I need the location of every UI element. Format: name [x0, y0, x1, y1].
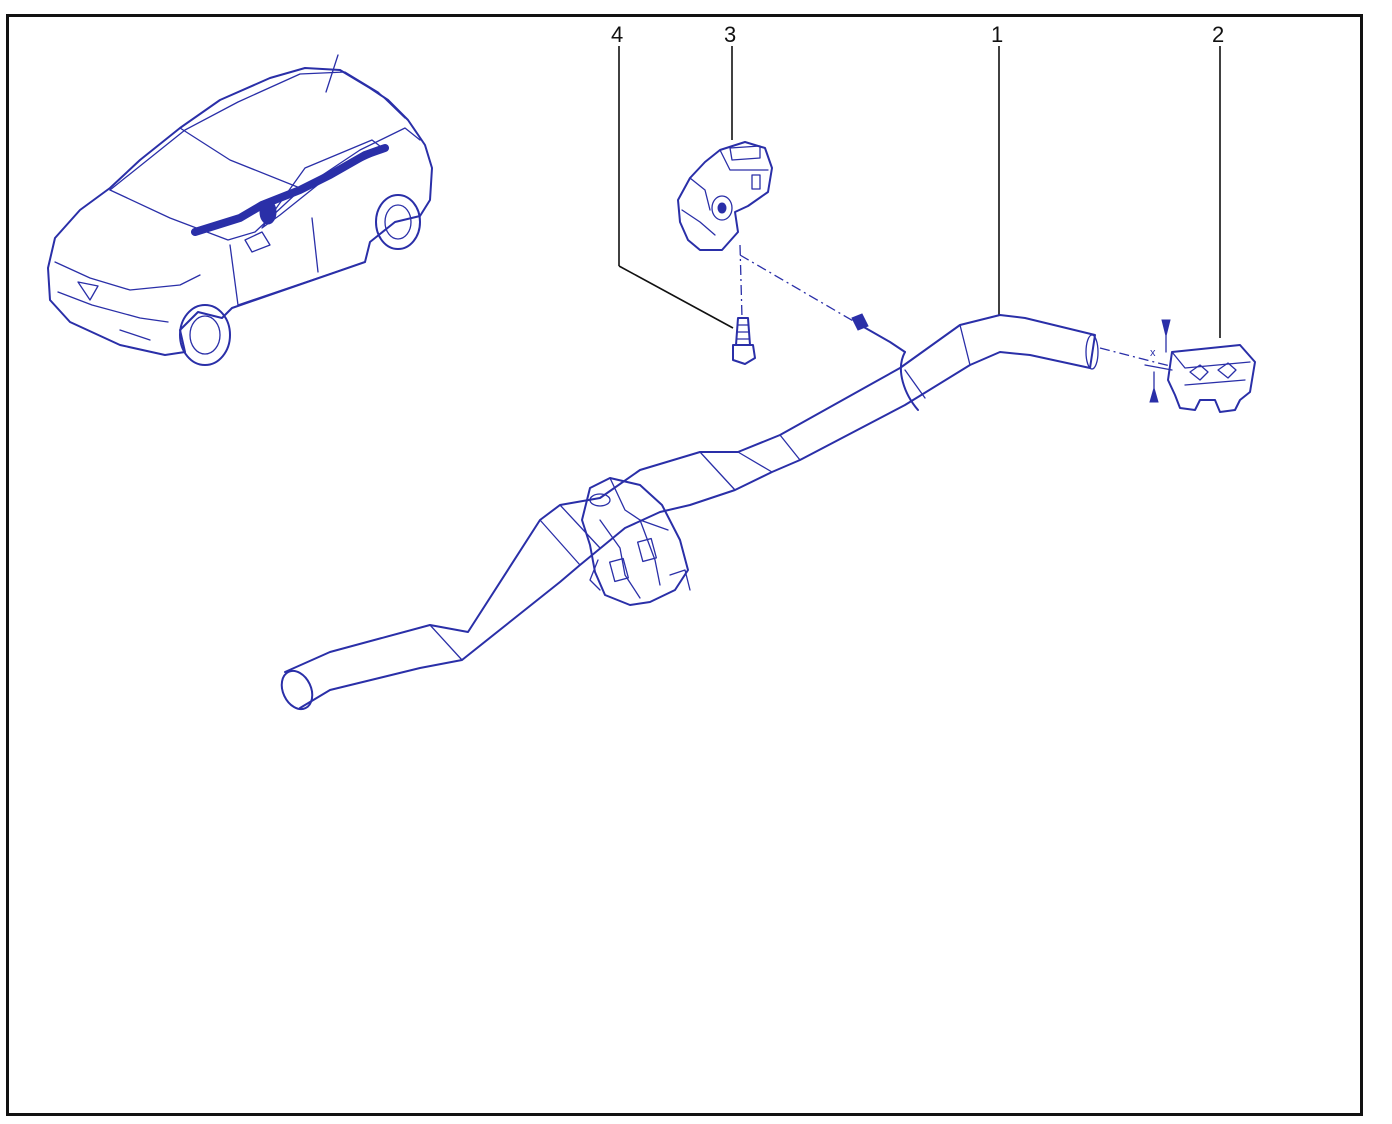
- callout-2: 2: [1212, 22, 1224, 47]
- part-2-clip: x: [1144, 319, 1256, 413]
- car-overview-illustration: [47, 54, 433, 366]
- blower-unit: [581, 477, 691, 606]
- part-4-bolt: [732, 317, 756, 365]
- assembly-lines: [739, 244, 1171, 367]
- dimension-label: x: [1150, 347, 1156, 359]
- part-3-connector: [677, 141, 773, 251]
- harness-location-highlight: [191, 144, 389, 236]
- callout-3: 3: [724, 22, 736, 47]
- callout-leaders: [618, 46, 1221, 338]
- diagram-frame: [6, 14, 1363, 1116]
- part-1-duct: [280, 313, 1099, 711]
- callout-1: 1: [991, 22, 1003, 47]
- callout-4: 4: [611, 22, 623, 47]
